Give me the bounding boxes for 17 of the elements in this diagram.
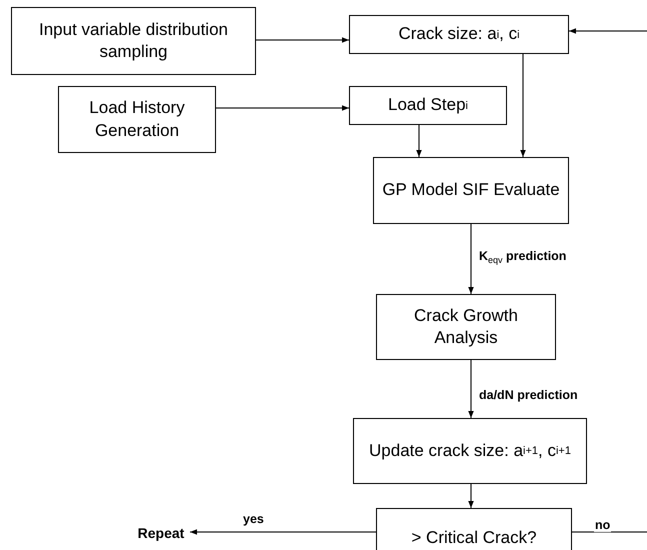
arrow <box>520 54 526 158</box>
arrow <box>468 484 474 508</box>
arrow <box>568 28 647 34</box>
arrow <box>468 224 474 294</box>
arrow <box>216 105 350 111</box>
process-box: Load History Generation <box>58 86 216 153</box>
arrow <box>190 529 376 535</box>
edge-label: da/dN prediction <box>478 388 579 402</box>
process-box: Input variable distribution sampling <box>11 7 256 75</box>
decision-box: > Critical Crack? <box>376 508 572 550</box>
process-box: Crack Growth Analysis <box>376 294 556 360</box>
arrow <box>468 360 474 418</box>
terminal-text: Repeat <box>132 522 190 544</box>
process-box: GP Model SIF Evaluate <box>373 157 569 224</box>
arrow <box>256 37 350 43</box>
arrow <box>416 124 422 158</box>
edge-label: K$_{eqv}$ prediction <box>478 249 568 263</box>
